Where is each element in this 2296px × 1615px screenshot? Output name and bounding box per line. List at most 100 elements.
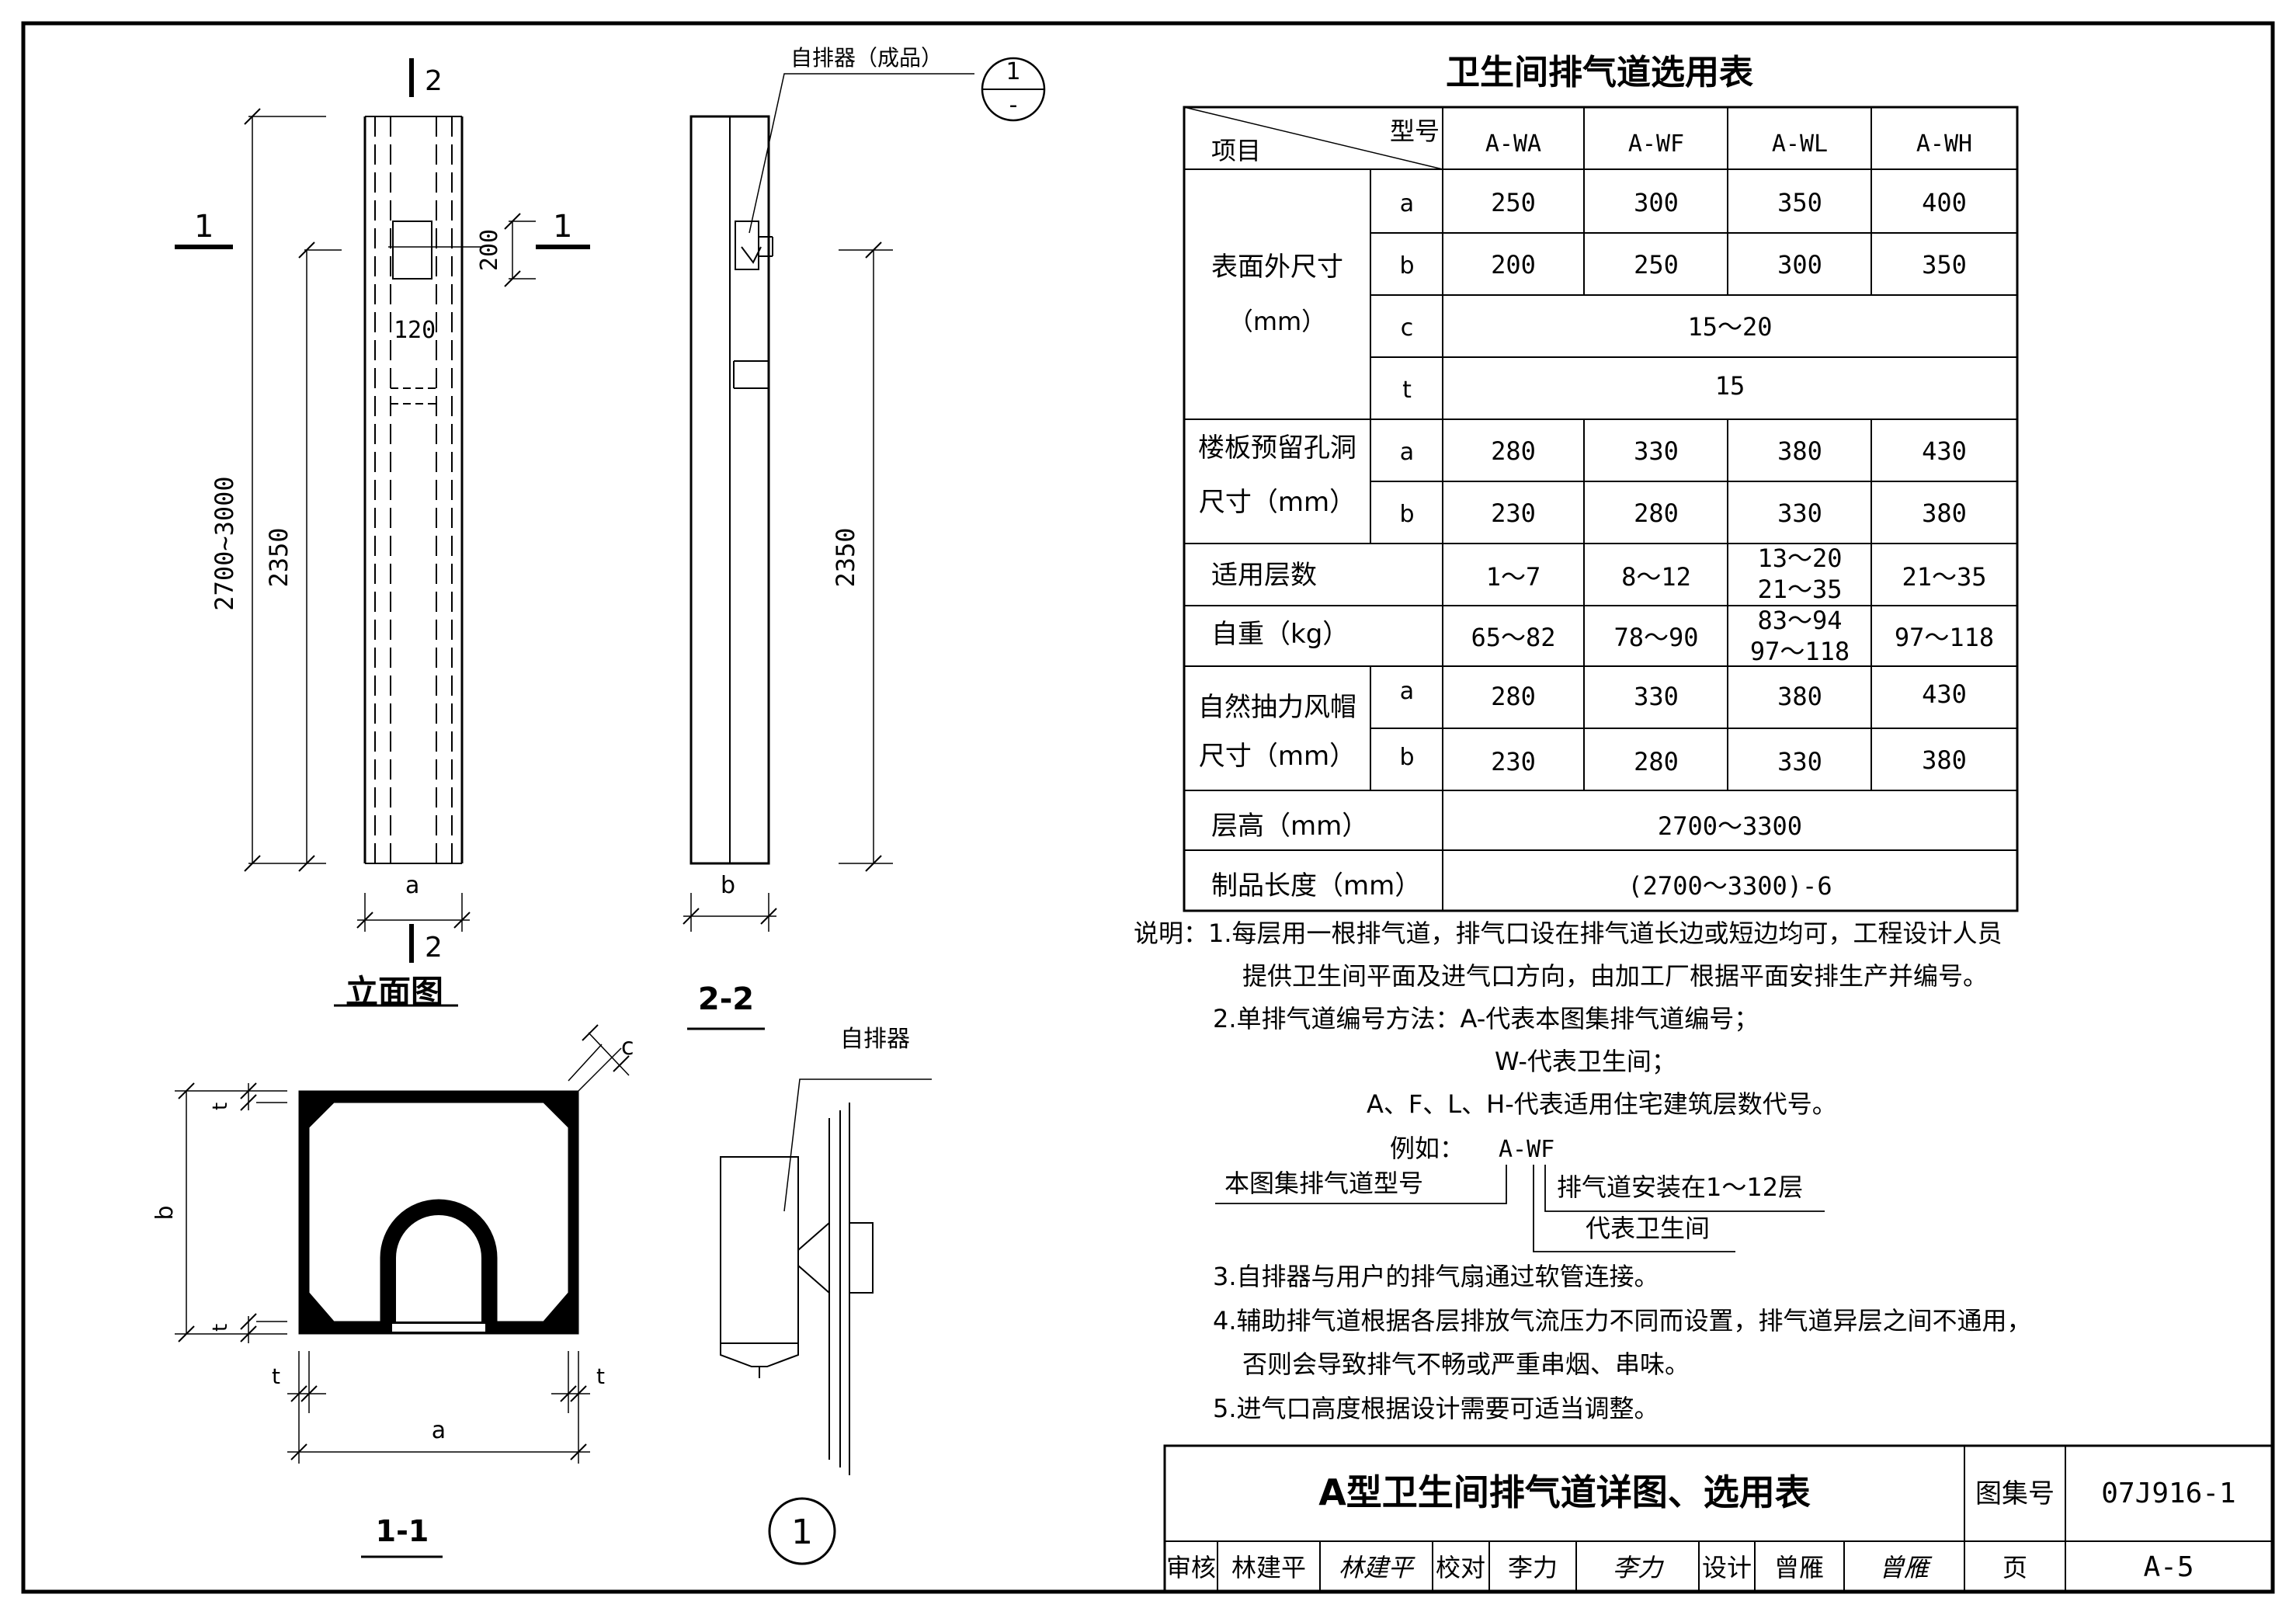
elevation-title: 立面图 [346, 973, 443, 1011]
table-sub-label: a [1400, 678, 1414, 705]
section-1-1-dim-t-bottom: t [209, 1324, 232, 1332]
table-sub-label: b [1399, 744, 1414, 771]
table-title: 卫生间排气道选用表 [1446, 53, 1753, 92]
title-block-design-name: 曾雁 [1774, 1553, 1824, 1582]
table-cell: 300 [1777, 250, 1822, 280]
table-cell: 280 [1491, 682, 1536, 711]
section-1-1-view [175, 1024, 630, 1558]
table-header-model: A-WL [1772, 130, 1828, 158]
table-cell: 250 [1634, 250, 1679, 280]
note-example-right: 排气道安装在1～12层 [1557, 1172, 1803, 1202]
table-cell: 65～82 [1471, 623, 1555, 652]
table-cell: 1～7 [1486, 562, 1541, 592]
section-2-2-title: 2-2 [698, 981, 754, 1017]
note-line: 4.辅助排气道根据各层排放气流压力不同而设置，排气道异层之间不通用， [1213, 1306, 2032, 1335]
table-cell: 15～20 [1687, 312, 1772, 342]
table-cell: 380 [1922, 498, 1967, 528]
elevation-dim-2350: 2350 [264, 527, 294, 587]
title-block [1163, 1444, 2274, 1593]
table-cell: 330 [1777, 747, 1822, 776]
table-cell: 200 [1491, 250, 1536, 280]
section-1-1-dim-t-top: t [209, 1103, 232, 1110]
table-cell: 97～118 [1750, 637, 1850, 666]
table-header-model: A-WF [1628, 130, 1684, 158]
table-header-model: A-WH [1916, 130, 1972, 158]
table-cell: 97～118 [1895, 623, 1994, 652]
elevation-dim-200: 200 [476, 229, 503, 271]
table-corner-item: 项目 [1211, 136, 1261, 165]
notes-block: 说明：1.每层用一根排气道，排气口设在排气道长边或短边均可，工程设计人员 提供卫… [1134, 919, 2032, 1423]
table-row-label: 层高（mm） [1211, 811, 1368, 842]
table-cell: 280 [1491, 436, 1536, 466]
table-row-label: 尺寸（mm） [1199, 487, 1356, 518]
table-cell: 280 [1634, 498, 1679, 528]
table-row-label: 表面外尺寸 [1211, 252, 1343, 283]
table-corner-type: 型号 [1390, 116, 1440, 146]
note-line: A、F、L、H-代表适用住宅建筑层数代号。 [1367, 1089, 1837, 1119]
title-block-review-label: 审核 [1166, 1553, 1216, 1582]
title-block-review-name: 林建平 [1231, 1553, 1306, 1582]
table-row-label: 楼板预留孔洞 [1198, 432, 1356, 464]
table-cell: 230 [1491, 498, 1536, 528]
table-cell: 350 [1777, 188, 1822, 217]
note-line: 提供卫生间平面及进气口方向，由加工厂根据平面安排生产并编号。 [1242, 961, 1988, 991]
note-line: 说明：1.每层用一根排气道，排气口设在排气道长边或短边均可，工程设计人员 [1134, 919, 2002, 948]
table-cell: 380 [1922, 745, 1967, 775]
section-1-1-dim-c: c [621, 1033, 634, 1061]
table-cell: 430 [1922, 436, 1967, 466]
title-block-atlas-number: 07J916-1 [2101, 1478, 2235, 1509]
table-cell: 380 [1777, 436, 1822, 466]
table-cell: 280 [1634, 747, 1679, 776]
note-line: 否则会导致排气不畅或严重串烟、串味。 [1242, 1349, 1690, 1379]
elevation-dim-a: a [405, 872, 419, 899]
note-example-left: 本图集排气道型号 [1224, 1169, 1423, 1198]
table-cell: 83～94 [1757, 606, 1842, 635]
table-cell: 15 [1715, 371, 1745, 401]
table-row-label: 自重（kg） [1211, 619, 1349, 650]
table-sub-label: t [1402, 377, 1412, 404]
section-2-2-callout-sub: - [1009, 92, 1018, 119]
table-row-label: 制品长度（mm） [1211, 870, 1421, 901]
detail-1-title: 1 [791, 1513, 813, 1552]
title-block-page-number: A-5 [2143, 1551, 2194, 1583]
section-2-2-callout-label: 自排器（成品） [790, 45, 943, 71]
detail-1-label: 自排器 [840, 1026, 910, 1053]
note-line: 5.进气口高度根据设计需要可适当调整。 [1213, 1394, 1659, 1423]
sheet-border [21, 21, 2275, 1594]
section-2-2-view [683, 57, 1046, 1030]
table-cell: 330 [1777, 498, 1822, 528]
table-cell: 350 [1922, 250, 1967, 280]
title-block-check-name: 李力 [1508, 1553, 1558, 1582]
table-cell: 21～35 [1757, 575, 1842, 604]
elevation-dim-total: 2700~3000 [210, 476, 239, 610]
elevation-dim-120: 120 [394, 317, 436, 344]
section-1-1-dim-b: b [151, 1205, 179, 1220]
section-1-1-dim-t-left: t [272, 1363, 280, 1389]
title-block-atlas-label: 图集号 [1975, 1478, 2055, 1509]
section-2-2-callout-number: 1 [1006, 58, 1020, 85]
section-1-1-dim-a: a [432, 1417, 446, 1444]
table-sub-label: b [1399, 501, 1414, 528]
table-row-label: （mm） [1228, 307, 1326, 336]
title-block-review-signature: 林建平 [1339, 1553, 1415, 1582]
title-block-design-signature: 曾雁 [1879, 1553, 1933, 1582]
title-block-title: A型卫生间排气道详图、选用表 [1318, 1471, 1811, 1513]
note-line: 3.自排器与用户的排气扇通过软管连接。 [1213, 1262, 1659, 1291]
note-line: 2.单排气道编号方法：A-代表本图集排气道编号； [1213, 1004, 1759, 1033]
table-sub-label: a [1400, 190, 1414, 217]
table-cell: 430 [1922, 679, 1967, 709]
table-cell: 2700～3300 [1658, 811, 1802, 841]
table-cell: 13～20 [1757, 544, 1842, 573]
note-line: W-代表卫生间； [1495, 1047, 1676, 1076]
table-cell: 400 [1922, 188, 1967, 217]
table-row-label: 适用层数 [1211, 560, 1317, 591]
elevation-view [175, 58, 590, 1007]
note-example-code: A-WF [1499, 1136, 1554, 1163]
table-cell: 230 [1491, 747, 1536, 776]
table-cell: 8～12 [1621, 562, 1691, 592]
table-cell: 330 [1634, 436, 1679, 466]
section-1-1-title: 1-1 [376, 1514, 429, 1548]
table-cell: 21～35 [1902, 562, 1986, 592]
table-row-label: 尺寸（mm） [1199, 741, 1356, 772]
